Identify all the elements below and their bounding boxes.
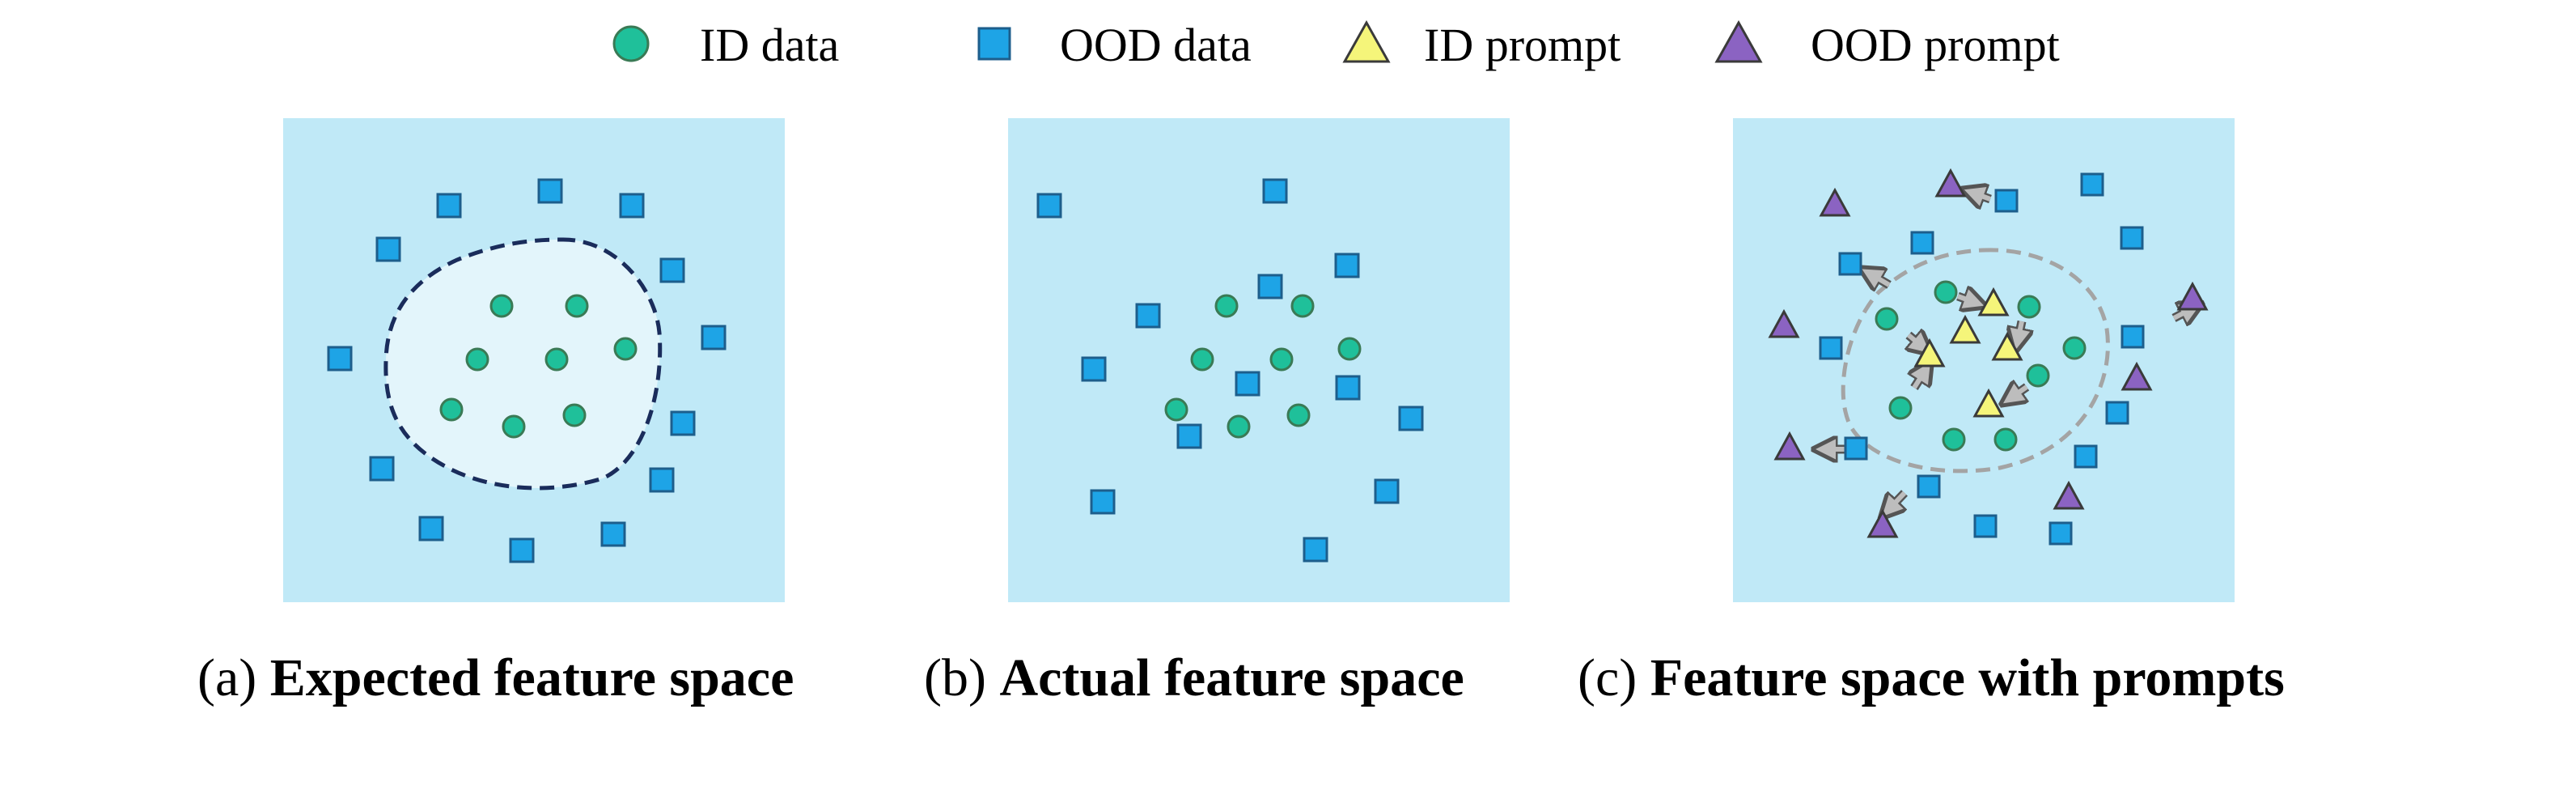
legend-ood-data-icon [977,27,1011,61]
id-data-point [1934,280,1958,304]
ood-data-point [1235,371,1260,397]
caption-c-prefix: (c) [1578,648,1638,707]
id-data-point [1164,397,1188,422]
ood-data-point [659,257,685,283]
shift-arrow [1909,335,1923,347]
shift-arrow [1914,370,1926,390]
caption-c-title: Feature space with prompts [1650,648,2285,707]
id-data-point [1337,337,1362,361]
ood-data-point [1994,189,2019,213]
ood-data-point [1844,436,1868,461]
ood-data-point [509,537,535,563]
legend-id-data-label: ID data [700,19,840,71]
ood-data-point [418,516,444,542]
shift-arrow [2010,387,2030,398]
ood-data-point [1081,356,1107,382]
ood-data-point [327,346,353,372]
ood-data-point [1838,252,1862,276]
ood-data-point [2074,444,2098,469]
ood-data-point [1257,274,1283,299]
legend-ood-data-label: OOD data [1060,19,1252,71]
shift-arrow [1972,193,1992,199]
ood-data-point [436,193,462,219]
legend-ood-prompt-icon [1714,19,1763,63]
ood-data-point [537,178,563,204]
legend-id-prompt-label: ID prompt [1424,19,1621,71]
ood-data-point [2120,226,2144,250]
id-data-point [1888,396,1913,420]
ood-data-point [375,236,401,262]
ood-data-point [1398,406,1424,431]
caption-panel-a: (a) Expected feature space [197,646,794,711]
ood-data-point [1819,336,1843,360]
ood-data-point [619,193,645,219]
ood-data-point [2080,172,2104,197]
expected-id-boundary [383,237,663,491]
ood-data-point [649,467,675,493]
ood-data-point [1973,514,1998,538]
legend-id-data-icon [612,25,650,62]
id-data-point [1875,307,1899,331]
id-data-point [439,397,464,422]
id-data-point [544,347,569,372]
ood-data-point [1910,231,1934,255]
id-data-point [489,294,514,318]
caption-a-title: Expected feature space [269,648,794,707]
ood-data-point [2121,325,2145,349]
ood-data-point [600,521,626,547]
ood-data-point [1090,489,1116,515]
legend-id-prompt-icon [1342,19,1391,63]
id-data-point [613,337,638,361]
id-data-point [465,347,489,372]
id-data-point [562,403,587,427]
ood-data-point [1176,423,1202,449]
caption-b-title: Actual feature space [999,648,1464,707]
ood-data-point [2049,521,2073,546]
ood-data-point [701,325,727,350]
ood-data-point [1303,537,1328,563]
id-data-point [1227,414,1251,439]
panel-expected-feature-space [283,118,785,602]
id-data-point [1190,347,1214,372]
caption-a-prefix: (a) [197,648,257,707]
id-data-point [2062,336,2087,360]
panel-feature-space-with-prompts [1733,118,2235,602]
id-data-point [1214,294,1239,318]
shift-arrow [2018,320,2022,341]
legend-ood-prompt-label: OOD prompt [1811,19,2060,71]
id-data-point [2017,295,2041,319]
panel-actual-feature-space [1008,118,1510,602]
ood-data-point [2105,401,2129,425]
id-data-point [1290,294,1315,318]
id-data-point [565,294,589,318]
prompt-id-boundary [1841,248,2110,474]
legend [612,19,1763,63]
id-data-point [1942,427,1966,452]
shift-arrows [1824,193,2193,510]
id-data-point [2026,363,2050,388]
ood-data-point [369,456,395,482]
caption-panel-b: (b) Actual feature space [924,646,1464,711]
shift-arrow [1956,296,1976,303]
ood-data-point [1135,303,1161,329]
caption-b-prefix: (b) [924,648,986,707]
ood-data-point [1335,375,1361,401]
ood-data-point [1262,178,1288,204]
ood-data-point [1374,478,1400,504]
ood-data-point [1334,253,1360,278]
id-data-point [1269,347,1294,372]
id-data-point [502,414,526,439]
shift-arrow [1870,274,1892,285]
ood-data-point [1036,193,1062,219]
caption-panel-c: (c) Feature space with prompts [1578,646,2285,711]
ood-data-point [670,410,696,436]
id-data-point [1286,403,1311,427]
ood-data-point [1917,474,1941,499]
id-data-point [1993,427,2018,452]
shift-arrow [1888,490,1908,510]
